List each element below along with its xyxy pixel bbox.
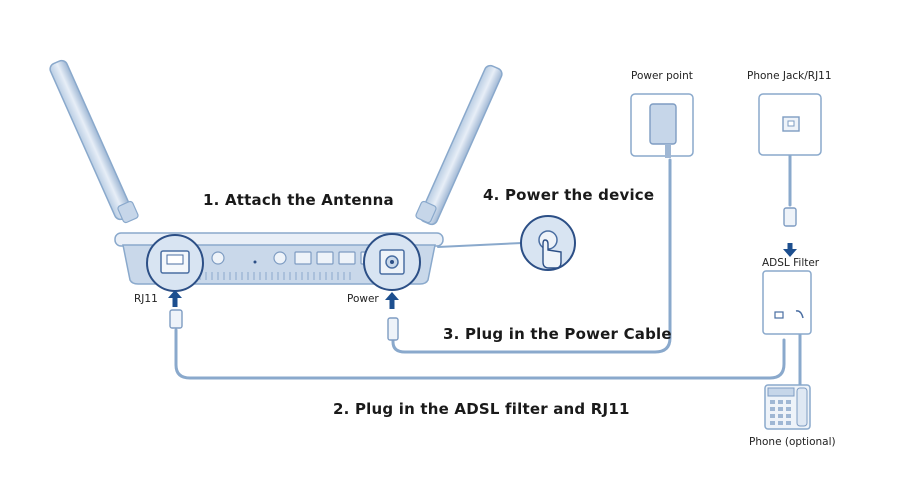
rj11-cable: [174, 328, 786, 380]
step-2-label: 2. Plug in the ADSL filter and RJ11: [333, 400, 630, 418]
arrow-up-power-icon: [385, 292, 399, 309]
power-button-line: [437, 242, 523, 248]
power-button-highlight: [520, 215, 576, 271]
arrow-up-rj11-icon: [168, 290, 182, 307]
left-antenna: [49, 59, 139, 224]
adsl-filter: [762, 270, 812, 335]
phone-jack-label: Phone Jack/RJ11: [747, 70, 832, 82]
step-1-label: 1. Attach the Antenna: [203, 191, 394, 209]
arrows: [168, 243, 797, 309]
adsl-filter-label: ADSL Filter: [762, 257, 820, 269]
right-antenna: [415, 64, 503, 226]
hand-pointer-icon: [542, 239, 562, 269]
computer-icon: [774, 311, 784, 319]
rj11-plug-left: [169, 309, 183, 329]
step-4-label: 4. Power the device: [483, 186, 655, 204]
phone-jack-socket: [758, 93, 822, 156]
arrow-down-filter-icon: [783, 243, 797, 257]
rj11-plug-jack: [783, 207, 797, 227]
phone-handset-icon: [795, 310, 804, 319]
rj11-label: RJ11: [134, 293, 158, 305]
power-label: Power: [347, 293, 379, 305]
phone: [764, 384, 811, 430]
power-point-socket: [630, 93, 694, 158]
power-point-label: Power point: [631, 70, 693, 82]
rj11-port-highlight: [146, 234, 204, 292]
power-cable: [391, 158, 672, 354]
power-port-highlight: [363, 233, 421, 291]
phone-label: Phone (optional): [749, 436, 836, 448]
step-3-label: 3. Plug in the Power Cable: [443, 325, 672, 343]
power-plug: [387, 317, 399, 341]
